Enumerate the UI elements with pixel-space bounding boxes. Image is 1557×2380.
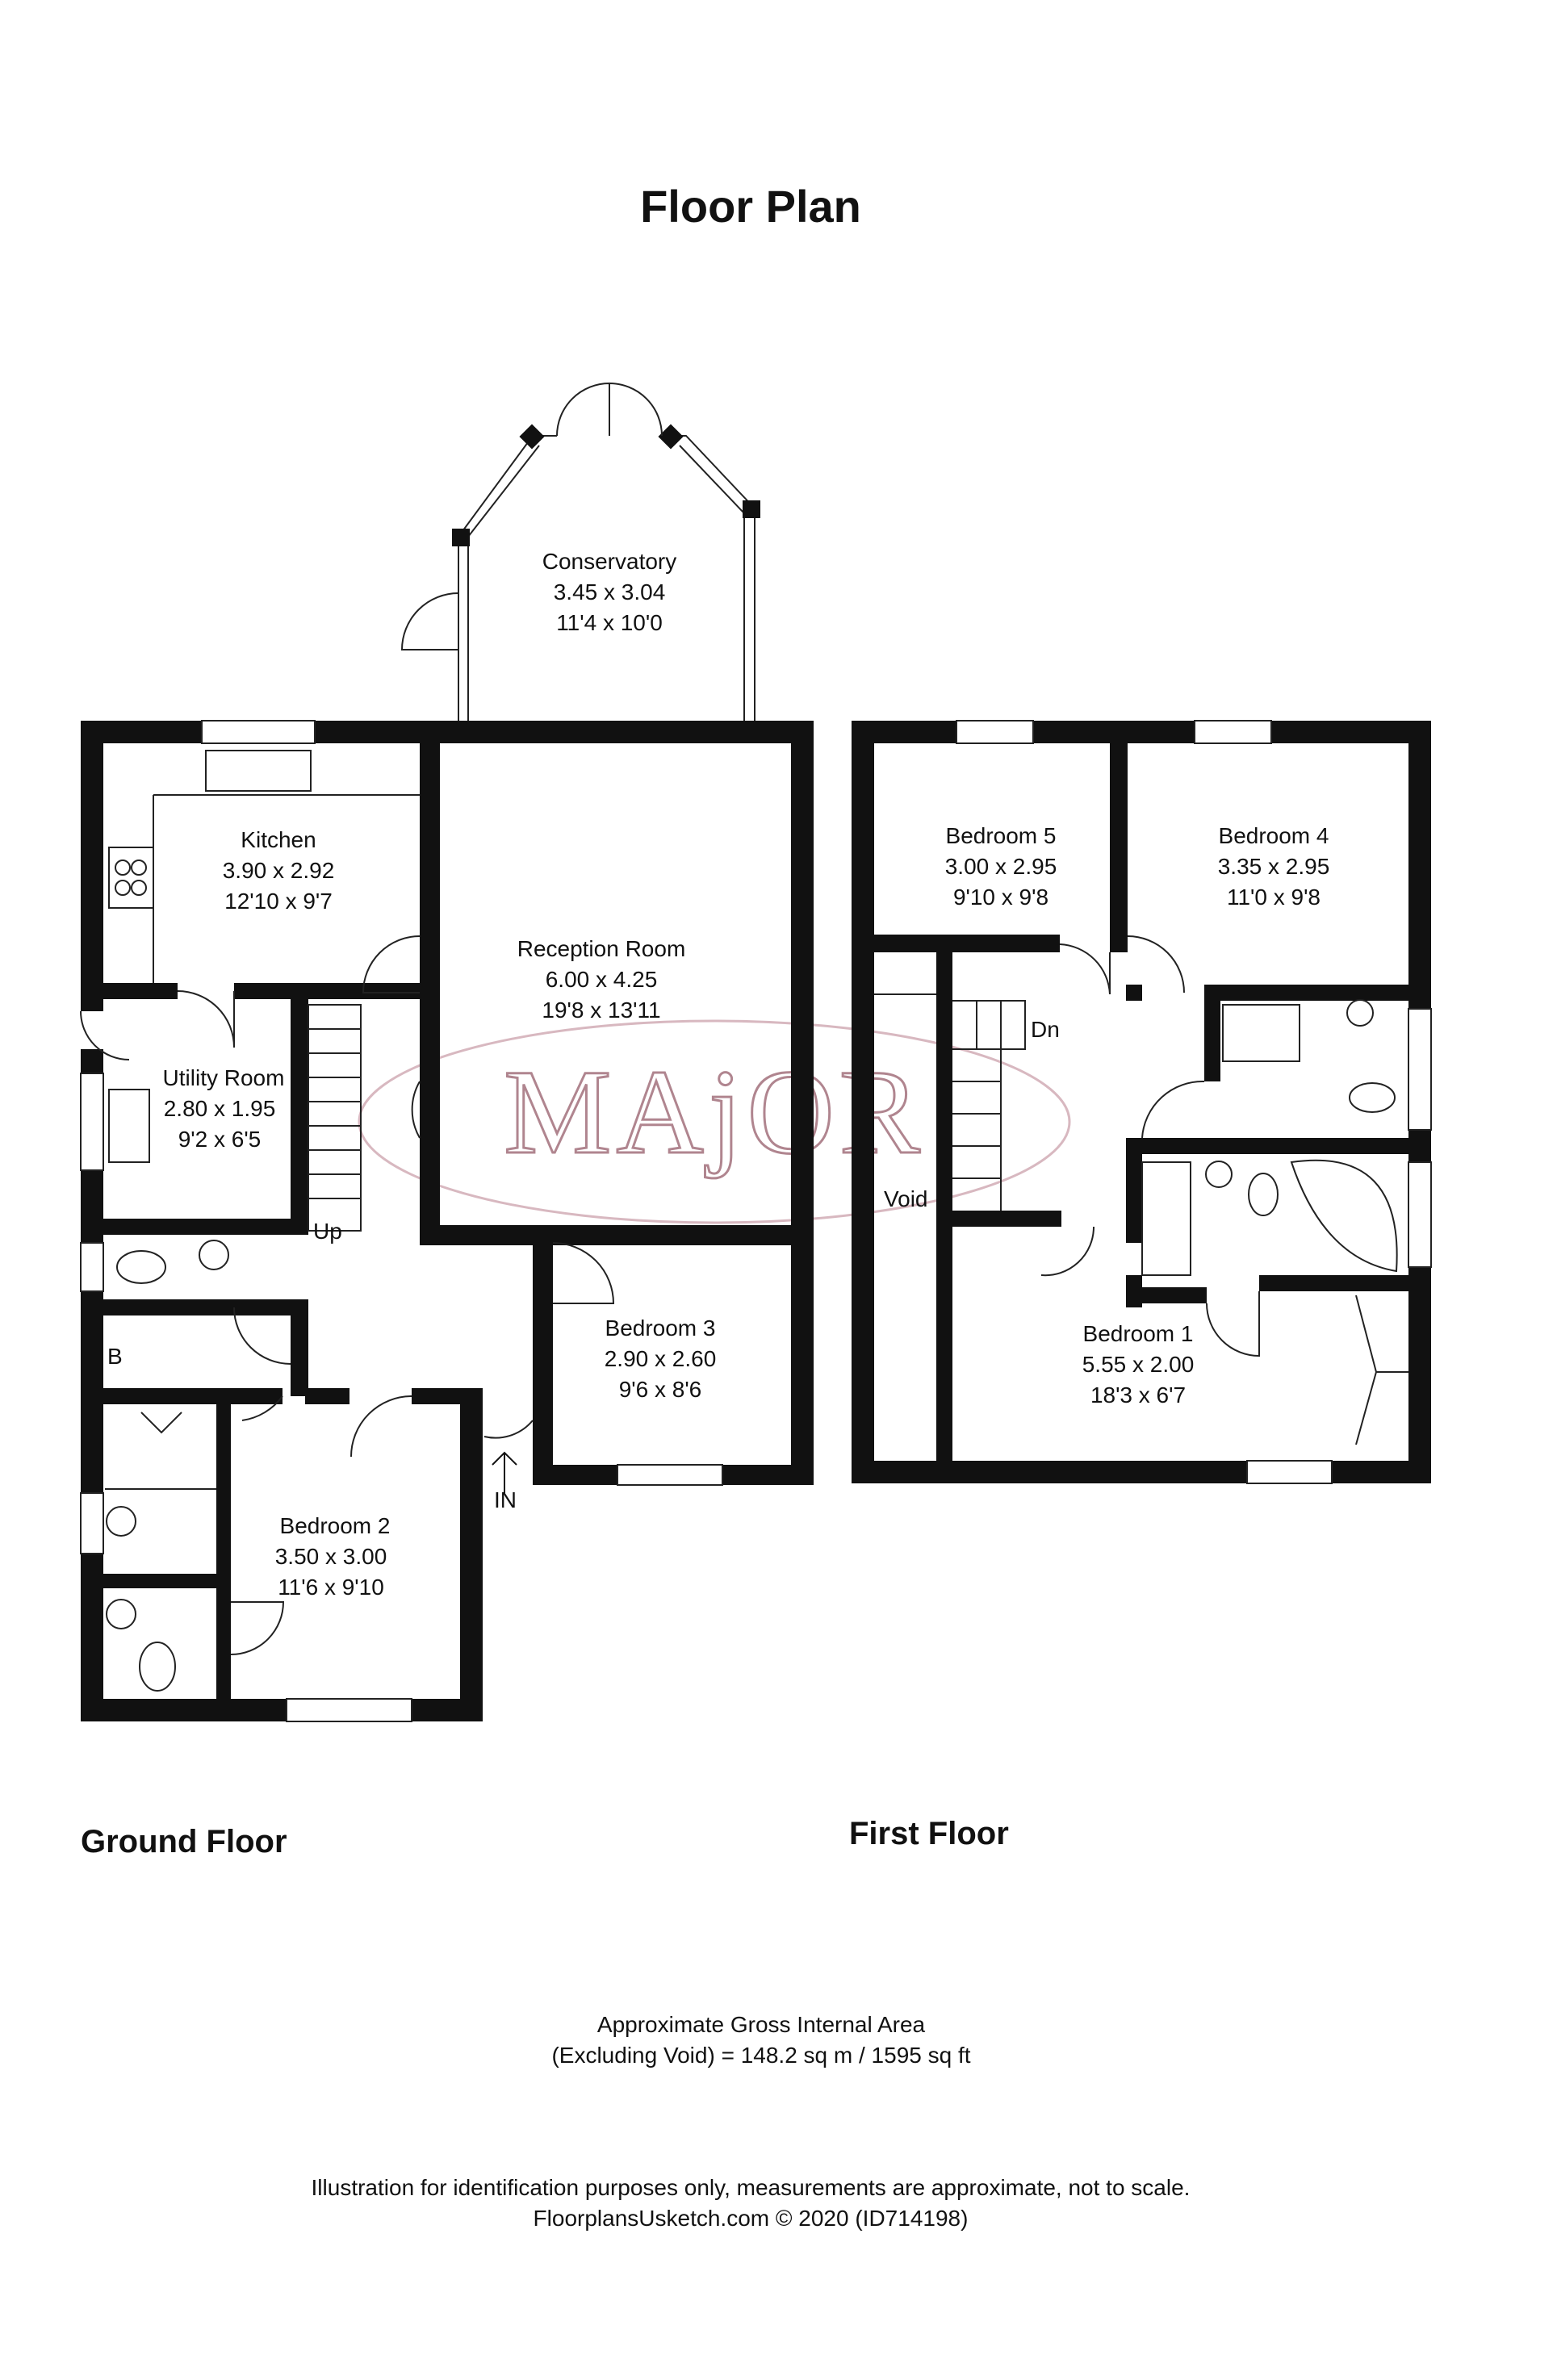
- bedroom3-metric: 2.90 x 2.60: [605, 1346, 717, 1371]
- ground-floor-label: Ground Floor: [81, 1824, 287, 1859]
- ensuite-toilet-icon: [139, 1642, 176, 1692]
- bedroom5-metric: 3.00 x 2.95: [945, 854, 1057, 879]
- watermark: MAjOR: [358, 1019, 1071, 1224]
- kitchen-imperial: 12'10 x 9'7: [224, 889, 333, 914]
- utility-imperial: 9'2 x 6'5: [178, 1127, 262, 1152]
- bedroom3-name: Bedroom 3: [605, 1315, 716, 1341]
- area-line1: Approximate Gross Internal Area: [597, 2012, 926, 2037]
- bedroom2-imperial: 11'6 x 9'10: [278, 1575, 384, 1600]
- bedroom4-name: Bedroom 4: [1219, 823, 1329, 848]
- shower-icon: [140, 1412, 182, 1434]
- first-floor-stairs: [952, 1000, 1026, 1211]
- basin-icon: [199, 1240, 229, 1270]
- entrance-label: IN: [494, 1487, 517, 1512]
- ground-stairs: [308, 1004, 362, 1232]
- bedroom2-name: Bedroom 2: [280, 1513, 391, 1538]
- bedroom4-metric: 3.35 x 2.95: [1218, 854, 1330, 879]
- stairs-up-label: Up: [313, 1219, 342, 1244]
- bedroom1-imperial: 18'3 x 6'7: [1090, 1382, 1186, 1408]
- void-label: Void: [884, 1186, 928, 1211]
- ensuite-toilet-icon-ff: [1349, 1082, 1396, 1113]
- first-floor-label: First Floor: [849, 1816, 1009, 1851]
- boiler-label: B: [107, 1344, 123, 1369]
- shower-icon-ff: [1141, 1161, 1191, 1276]
- bedroom5-imperial: 9'10 x 9'8: [953, 885, 1048, 910]
- bathroom-toilet-icon: [1248, 1173, 1279, 1216]
- bedroom3-imperial: 9'6 x 8'6: [619, 1377, 702, 1402]
- area-line2: (Excluding Void) = 148.2 sq m / 1595 sq …: [551, 2043, 970, 2068]
- conservatory-imperial: 11'4 x 10'0: [556, 610, 663, 635]
- utility-name: Utility Room: [163, 1065, 285, 1090]
- conservatory-metric: 3.45 x 3.04: [554, 579, 666, 604]
- hob-icon: [108, 847, 154, 909]
- first-floor-plan: Bedroom 5 3.00 x 2.95 9'10 x 9'8 Bedroom…: [849, 720, 1432, 1851]
- reception-metric: 6.00 x 4.25: [546, 967, 658, 992]
- toilet-icon: [116, 1250, 166, 1284]
- wardrobe-doors: [1355, 1295, 1378, 1445]
- bedroom1-name: Bedroom 1: [1083, 1321, 1194, 1346]
- bedroom2-metric: 3.50 x 3.00: [275, 1544, 387, 1569]
- corner-bath-icon: [1290, 1159, 1398, 1273]
- utility-sink-icon: [108, 1089, 150, 1163]
- reception-imperial: 19'8 x 13'11: [542, 998, 660, 1023]
- disclaimer-line1: Illustration for identification purposes…: [312, 2175, 1191, 2200]
- bedroom1-metric: 5.55 x 2.00: [1082, 1352, 1195, 1377]
- shower-tray-icon: [1222, 1004, 1300, 1062]
- entrance-arrow-icon: [492, 1451, 517, 1493]
- bedroom5-name: Bedroom 5: [946, 823, 1057, 848]
- cloak-basin-icon: [106, 1599, 136, 1629]
- reception-name: Reception Room: [517, 936, 686, 961]
- kitchen-sink-icon: [205, 750, 312, 792]
- ground-floor-plan: Conservatory 3.45 x 3.04 11'4 x 10'0 Kit…: [80, 382, 814, 1859]
- kitchen-name: Kitchen: [241, 827, 316, 852]
- kitchen-metric: 3.90 x 2.92: [223, 858, 335, 883]
- ensuite-basin-icon-ff: [1346, 999, 1374, 1027]
- utility-metric: 2.80 x 1.95: [164, 1096, 276, 1121]
- watermark-text: MAjOR: [504, 1045, 925, 1179]
- page-title: Floor Plan: [640, 181, 861, 232]
- stairs-down-label: Dn: [1031, 1017, 1060, 1042]
- conservatory-name: Conservatory: [542, 549, 677, 574]
- bedroom4-imperial: 11'0 x 9'8: [1227, 885, 1321, 910]
- bathroom-basin-icon: [1205, 1161, 1233, 1188]
- disclaimer-line2: FloorplansUsketch.com © 2020 (ID714198): [534, 2206, 969, 2231]
- ensuite-basin-icon: [106, 1506, 136, 1537]
